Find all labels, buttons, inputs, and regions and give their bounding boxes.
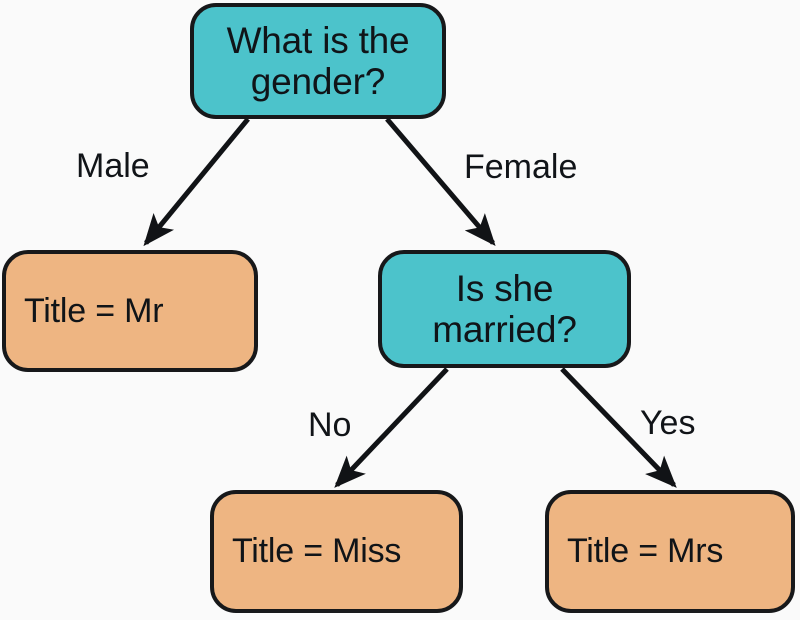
node-label: What is the gender? xyxy=(226,19,410,102)
edge-label-yes: Yes xyxy=(640,404,696,442)
decision-node-married[interactable]: Is she married? xyxy=(378,250,631,368)
leaf-node-title-mr[interactable]: Title = Mr xyxy=(2,250,258,372)
edge-married-to-miss xyxy=(334,367,449,488)
edge-label-no: No xyxy=(308,406,352,444)
node-label: Title = Mrs xyxy=(567,532,724,571)
edge-label-female: Female xyxy=(464,148,578,186)
node-label: Is she married? xyxy=(432,267,577,350)
node-label: Title = Miss xyxy=(232,532,402,571)
leaf-node-title-miss[interactable]: Title = Miss xyxy=(210,490,463,613)
decision-node-gender[interactable]: What is the gender? xyxy=(190,3,446,119)
leaf-node-title-mrs[interactable]: Title = Mrs xyxy=(545,490,795,613)
edge-label-male: Male xyxy=(76,147,150,185)
node-label: Title = Mr xyxy=(24,291,164,330)
edge-root-to-mr xyxy=(143,117,250,247)
